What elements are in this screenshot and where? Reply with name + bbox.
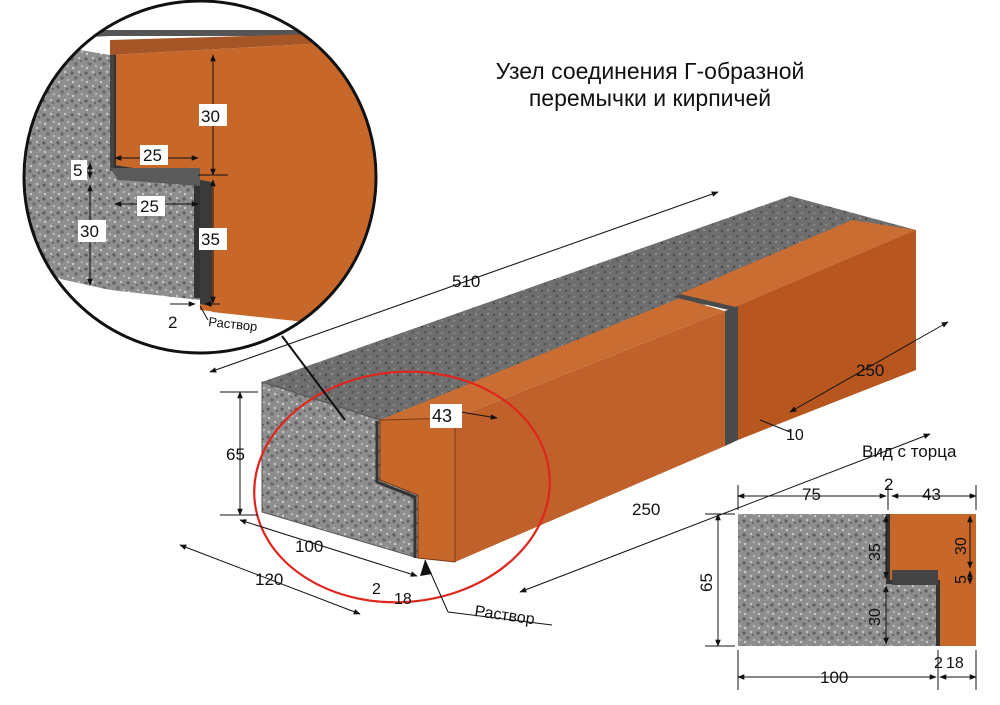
end-dim-18: 18 [946, 655, 964, 672]
end-dim-5: 5 [953, 575, 970, 584]
detail-mortar-leader [199, 305, 209, 321]
end-dim-30-right: 30 [953, 537, 970, 555]
title-line-2: перемычки и кирпичей [528, 85, 772, 111]
end-dim-43: 43 [922, 485, 941, 504]
end-view-label: Вид с торца [862, 442, 957, 461]
dim-100: 100 [295, 537, 323, 556]
dim-43-bg [430, 404, 462, 428]
end-dim-35: 35 [867, 543, 884, 561]
detail-dim-5: 5 [73, 161, 82, 180]
dim-250-a: 250 [632, 500, 660, 519]
title-line-1: Узел соединения Г-образной [495, 58, 805, 84]
dim-43: 43 [432, 406, 452, 426]
end-dim-65: 65 [697, 573, 716, 592]
detail-dim-30-top: 30 [201, 107, 220, 126]
detail-dim-25-bottom: 25 [140, 197, 159, 216]
end-dim-100: 100 [820, 668, 848, 687]
dim-18: 18 [394, 591, 412, 608]
dim-120: 120 [255, 570, 283, 589]
detail-dim-30-bottom: 30 [80, 222, 99, 241]
end-dim-75: 75 [802, 485, 821, 504]
detail-30b-bg [78, 220, 106, 242]
detail-dim-35: 35 [201, 230, 220, 249]
detail-35-bg [199, 228, 227, 250]
diagram-title: Узел соединения Г-образной перемычки и к… [440, 58, 860, 112]
detail-circle-border [22, 0, 378, 355]
dim-2: 2 [372, 581, 381, 598]
brick-top-2 [675, 220, 916, 311]
end-dim-2-top: 2 [884, 475, 893, 494]
detail-25-bg [140, 145, 168, 165]
detail-dim-2: 2 [168, 313, 177, 332]
main-dimension-lines [179, 191, 949, 626]
dim-65: 65 [226, 445, 245, 464]
detail-25b-bg [137, 196, 165, 216]
mortar-arrow [420, 560, 432, 576]
mortar-label-main: Раствор [473, 603, 535, 628]
detail-5-bg [71, 160, 87, 180]
dim-250-b: 250 [856, 361, 884, 380]
end-mortar-shelf [892, 570, 938, 585]
end-view [738, 514, 976, 646]
mortar-joint-side [725, 306, 738, 446]
end-concrete-left [738, 514, 890, 646]
detail-dim-25-top: 25 [143, 146, 162, 165]
detail-30-bg [199, 104, 227, 126]
end-dim-2-bottom: 2 [934, 655, 943, 672]
detail-mortar-label: Раствор [208, 314, 258, 334]
dim-510: 510 [452, 272, 480, 291]
dim-10: 10 [786, 427, 804, 444]
end-dimension-lines [705, 485, 977, 690]
end-dim-30-left: 30 [867, 608, 884, 626]
